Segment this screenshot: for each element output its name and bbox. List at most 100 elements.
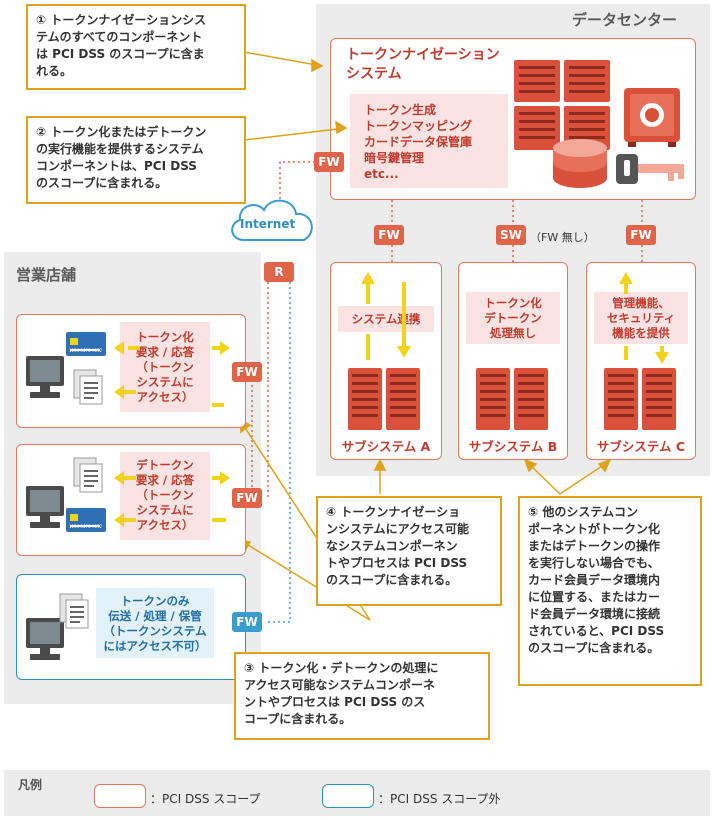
subsystem-a-title: サブシステム A bbox=[341, 439, 431, 454]
credit-card-icon bbox=[66, 332, 106, 356]
terminal-3-panel-line: （トークンシステム bbox=[103, 624, 207, 638]
subsystem-c-panel-line: セキュリティ bbox=[606, 311, 676, 325]
terminal-1-panel-line: （トークン bbox=[136, 360, 194, 374]
subsystem-b-title: サブシステム B bbox=[468, 439, 558, 454]
terminal-3-panel-line: にはアクセス不可） bbox=[103, 639, 207, 653]
fw-tag-terminal-2: FW bbox=[232, 488, 262, 508]
callout-5: ⑤ 他のシステムコン ポーネントがトークン化 またはデトークンの操作 を実行しな… bbox=[518, 496, 702, 686]
callout-4-line: ④ トークンナイゼーショ bbox=[326, 505, 461, 519]
callout-5-line: ド会員データ環境に接続 bbox=[528, 607, 661, 621]
internet-cloud-icon bbox=[231, 199, 313, 241]
store-title: 営業店舗 bbox=[16, 266, 77, 284]
terminal-2-panel-line: システムに bbox=[136, 503, 194, 517]
subsystem-c-panel: 管理機能、 セキュリティ 機能を提供 bbox=[594, 292, 688, 344]
callout-5-line: またはデトークンの操作 bbox=[528, 539, 661, 553]
terminal-3-panel-line: 伝送 / 処理 / 保管 bbox=[108, 609, 202, 623]
callout-5-line: を実行しない場合でも、 bbox=[528, 556, 660, 570]
terminal-3-panel: トークンのみ 伝送 / 処理 / 保管 （トークンシステム にはアクセス不可） bbox=[96, 588, 214, 658]
callout-1: ① トークンナイゼーションシス テムのすべてのコンポーネント は PCI DSS… bbox=[26, 4, 246, 90]
sw-note: （FW 無し） bbox=[530, 231, 595, 244]
pc-icon bbox=[26, 356, 64, 398]
terminal-1-panel: トークン化 要求 / 応答 （トークン システムに アクセス） bbox=[120, 322, 210, 412]
callout-3-line: コープに含まれる。 bbox=[244, 712, 352, 726]
callout-5-line: に位置する、またはカー bbox=[528, 590, 661, 604]
function-item: etc... bbox=[364, 167, 399, 181]
document-icon bbox=[73, 369, 103, 405]
callout-2-line: ② トークン化またはデトークン bbox=[36, 125, 207, 139]
terminal-2-panel-line: アクセス） bbox=[136, 518, 194, 532]
callout-4-line: のスコープに含まれる。 bbox=[326, 573, 458, 587]
callout-2-line: の実行機能を提供するシステム bbox=[36, 142, 204, 156]
subsystem-b-panel-line: デトークン bbox=[484, 311, 542, 325]
callout-2: ② トークン化またはデトークン の実行機能を提供するシステム コンポーネントは、… bbox=[26, 116, 246, 204]
callout-3-line: ③ トークン化・デトークンの処理に bbox=[244, 661, 439, 675]
callout-2-line: コンポーネントは、PCI DSS bbox=[36, 159, 197, 173]
pc-icon bbox=[26, 618, 64, 660]
subsystem-b-panel-line: 処理無し bbox=[490, 326, 536, 340]
subsystem-c-panel-line: 管理機能、 bbox=[612, 296, 670, 310]
server-group-b bbox=[476, 368, 548, 430]
callout-4-line: トやプロセスは PCI DSS bbox=[326, 556, 468, 570]
datacenter-title: データセンター bbox=[572, 11, 678, 29]
database-icon bbox=[553, 139, 607, 188]
card-number-2: 1234 5678 9012 bbox=[69, 524, 103, 529]
callout-3-line: ントやプロセスは PCI DSS のス bbox=[244, 695, 426, 709]
callout-1-line: ① トークンナイゼーションシス bbox=[36, 13, 207, 27]
credit-card-icon bbox=[66, 508, 106, 532]
legend-in-scope-label: ：PCI DSS スコープ bbox=[150, 792, 261, 806]
callout-5-line: のスコープに含まれる。 bbox=[528, 641, 660, 655]
callout-1-line: れる。 bbox=[36, 64, 73, 78]
callout-5-line: ⑤ 他のシステムコン bbox=[528, 505, 638, 519]
legend-out-scope-swatch bbox=[322, 784, 374, 808]
subsystem-c-title: サブシステム C bbox=[596, 439, 686, 454]
server-group-a bbox=[348, 368, 420, 430]
fw-tag-terminal-3: FW bbox=[232, 612, 262, 632]
fw-tag-subsystem-a: FW bbox=[374, 225, 404, 245]
callout-5-line: カード会員データ環境内 bbox=[528, 573, 661, 587]
fw-tag-tokenization: FW bbox=[314, 152, 344, 172]
sw-tag-subsystem-b: SW bbox=[496, 225, 526, 245]
fw-tag-subsystem-c: FW bbox=[626, 225, 656, 245]
callout-1-line: テムのすべてのコンポーネント bbox=[36, 30, 203, 44]
tokenization-functions-panel: トークン生成 トークンマッピング カードデータ保管庫 暗号鍵管理 etc... bbox=[350, 94, 508, 188]
terminal-1-panel-line: システムに bbox=[136, 375, 194, 389]
pc-icon bbox=[26, 486, 64, 528]
legend-out-scope-label: ：PCI DSS スコープ外 bbox=[378, 792, 501, 806]
server-group-c bbox=[604, 368, 676, 430]
terminal-1-panel-line: 要求 / 応答 bbox=[135, 345, 195, 359]
callout-1-line: は PCI DSS のスコープに含ま bbox=[36, 47, 205, 61]
tokenization-system-title: トークンナイゼーション システム bbox=[346, 46, 500, 84]
key-icon bbox=[616, 154, 684, 184]
callout-4-line: ンシステムにアクセス可能 bbox=[326, 522, 470, 536]
fw-tag-terminal-1: FW bbox=[232, 362, 262, 382]
terminal-2-panel-line: 要求 / 応答 bbox=[135, 473, 195, 487]
tokenization-title-line2: システム bbox=[346, 66, 402, 82]
callout-5-line: されていると、PCI DSS bbox=[528, 624, 665, 638]
function-item: トークン生成 bbox=[364, 103, 437, 117]
callout-3: ③ トークン化・デトークンの処理に アクセス可能なシステムコンポーネ ントやプロ… bbox=[234, 652, 490, 740]
safe-vault-icon bbox=[624, 88, 680, 147]
legend-in-scope-swatch bbox=[94, 784, 146, 808]
terminal-2-panel-line: デトークン bbox=[136, 458, 194, 472]
function-item: 暗号鍵管理 bbox=[364, 151, 425, 165]
card-number-1: 1234 5678 9012 bbox=[69, 348, 103, 353]
subsystem-b-panel-line: トークン化 bbox=[484, 296, 542, 310]
terminal-3-panel-line: トークンのみ bbox=[120, 594, 190, 608]
document-icon bbox=[73, 457, 103, 493]
callout-4-line: なシステムコンポーネン bbox=[326, 539, 458, 553]
tokenization-title-line1: トークンナイゼーション bbox=[346, 47, 500, 63]
legend-title: 凡例 bbox=[18, 778, 43, 792]
terminal-1-panel-line: トークン化 bbox=[136, 330, 194, 344]
callout-3-line: アクセス可能なシステムコンポーネ bbox=[244, 678, 436, 692]
callout-2-line: のスコープに含まれる。 bbox=[36, 176, 168, 190]
subsystem-c-panel-line: 機能を提供 bbox=[612, 326, 670, 340]
subsystem-b-panel: トークン化 デトークン 処理無し bbox=[466, 292, 560, 344]
terminal-2-panel: デトークン 要求 / 応答 （トークン システムに アクセス） bbox=[120, 452, 210, 540]
function-item: カードデータ保管庫 bbox=[364, 135, 473, 149]
callout-5-line: ポーネントがトークン化 bbox=[528, 522, 661, 536]
router-tag: R bbox=[264, 262, 294, 282]
